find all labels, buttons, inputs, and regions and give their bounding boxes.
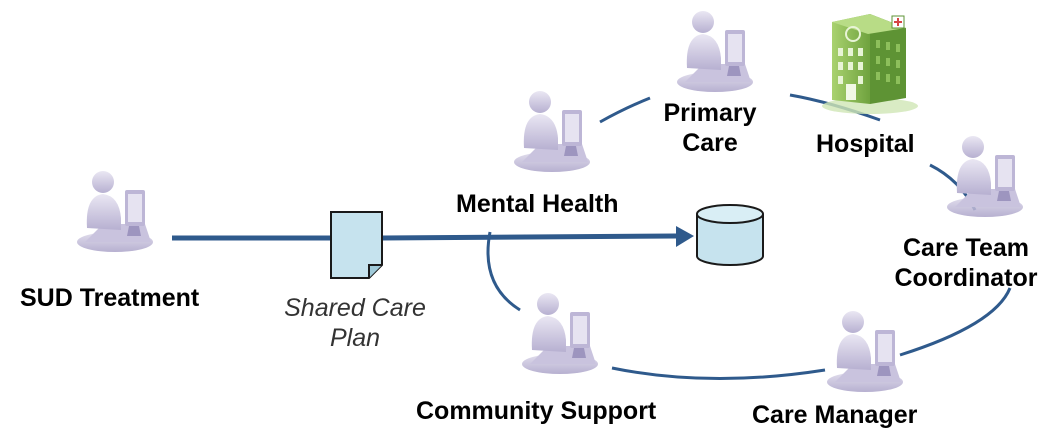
line-communitysupport-to-caremanager [611, 366, 826, 381]
primary-care-label: Primary Care [640, 98, 780, 158]
database-icon [696, 204, 764, 266]
line-mentalhealth-to-communitysupport [486, 231, 521, 312]
primary-care-label-line2: Care [682, 129, 738, 157]
sud-treatment-person-icon [77, 171, 153, 252]
care-manager-label: Care Manager [752, 401, 918, 429]
care-manager-person-icon [827, 311, 903, 392]
care-team-coordinator-label-line2: Coordinator [894, 264, 1038, 292]
community-support-person-icon [522, 293, 598, 374]
sud-treatment-label: SUD Treatment [20, 284, 200, 312]
line-caremanager-to-coordinator [899, 287, 1012, 357]
primary-care-person-icon [677, 11, 753, 92]
arrowhead [676, 226, 694, 247]
shared-care-plan-label-line2: Plan [329, 324, 381, 352]
line-document-to-database [381, 233, 677, 241]
community-support-label: Community Support [416, 397, 657, 425]
hospital-label: Hospital [816, 130, 915, 158]
care-team-coordinator-label-line1: Care Team [903, 234, 1029, 262]
shared-care-plan-label: Shared Care Plan [265, 293, 445, 353]
shared-care-plan-document-icon [330, 211, 383, 279]
care-team-coordinator-person-icon [947, 136, 1023, 217]
mental-health-person-icon [514, 91, 590, 172]
primary-care-label-line1: Primary [663, 99, 757, 127]
shared-care-plan-label-line1: Shared Care [284, 294, 426, 322]
mental-health-label: Mental Health [456, 190, 619, 218]
line-primarycare-to-mentalhealth [599, 96, 651, 124]
care-team-coordinator-label: Care Team Coordinator [876, 233, 1056, 293]
hospital-building-icon [822, 14, 918, 114]
